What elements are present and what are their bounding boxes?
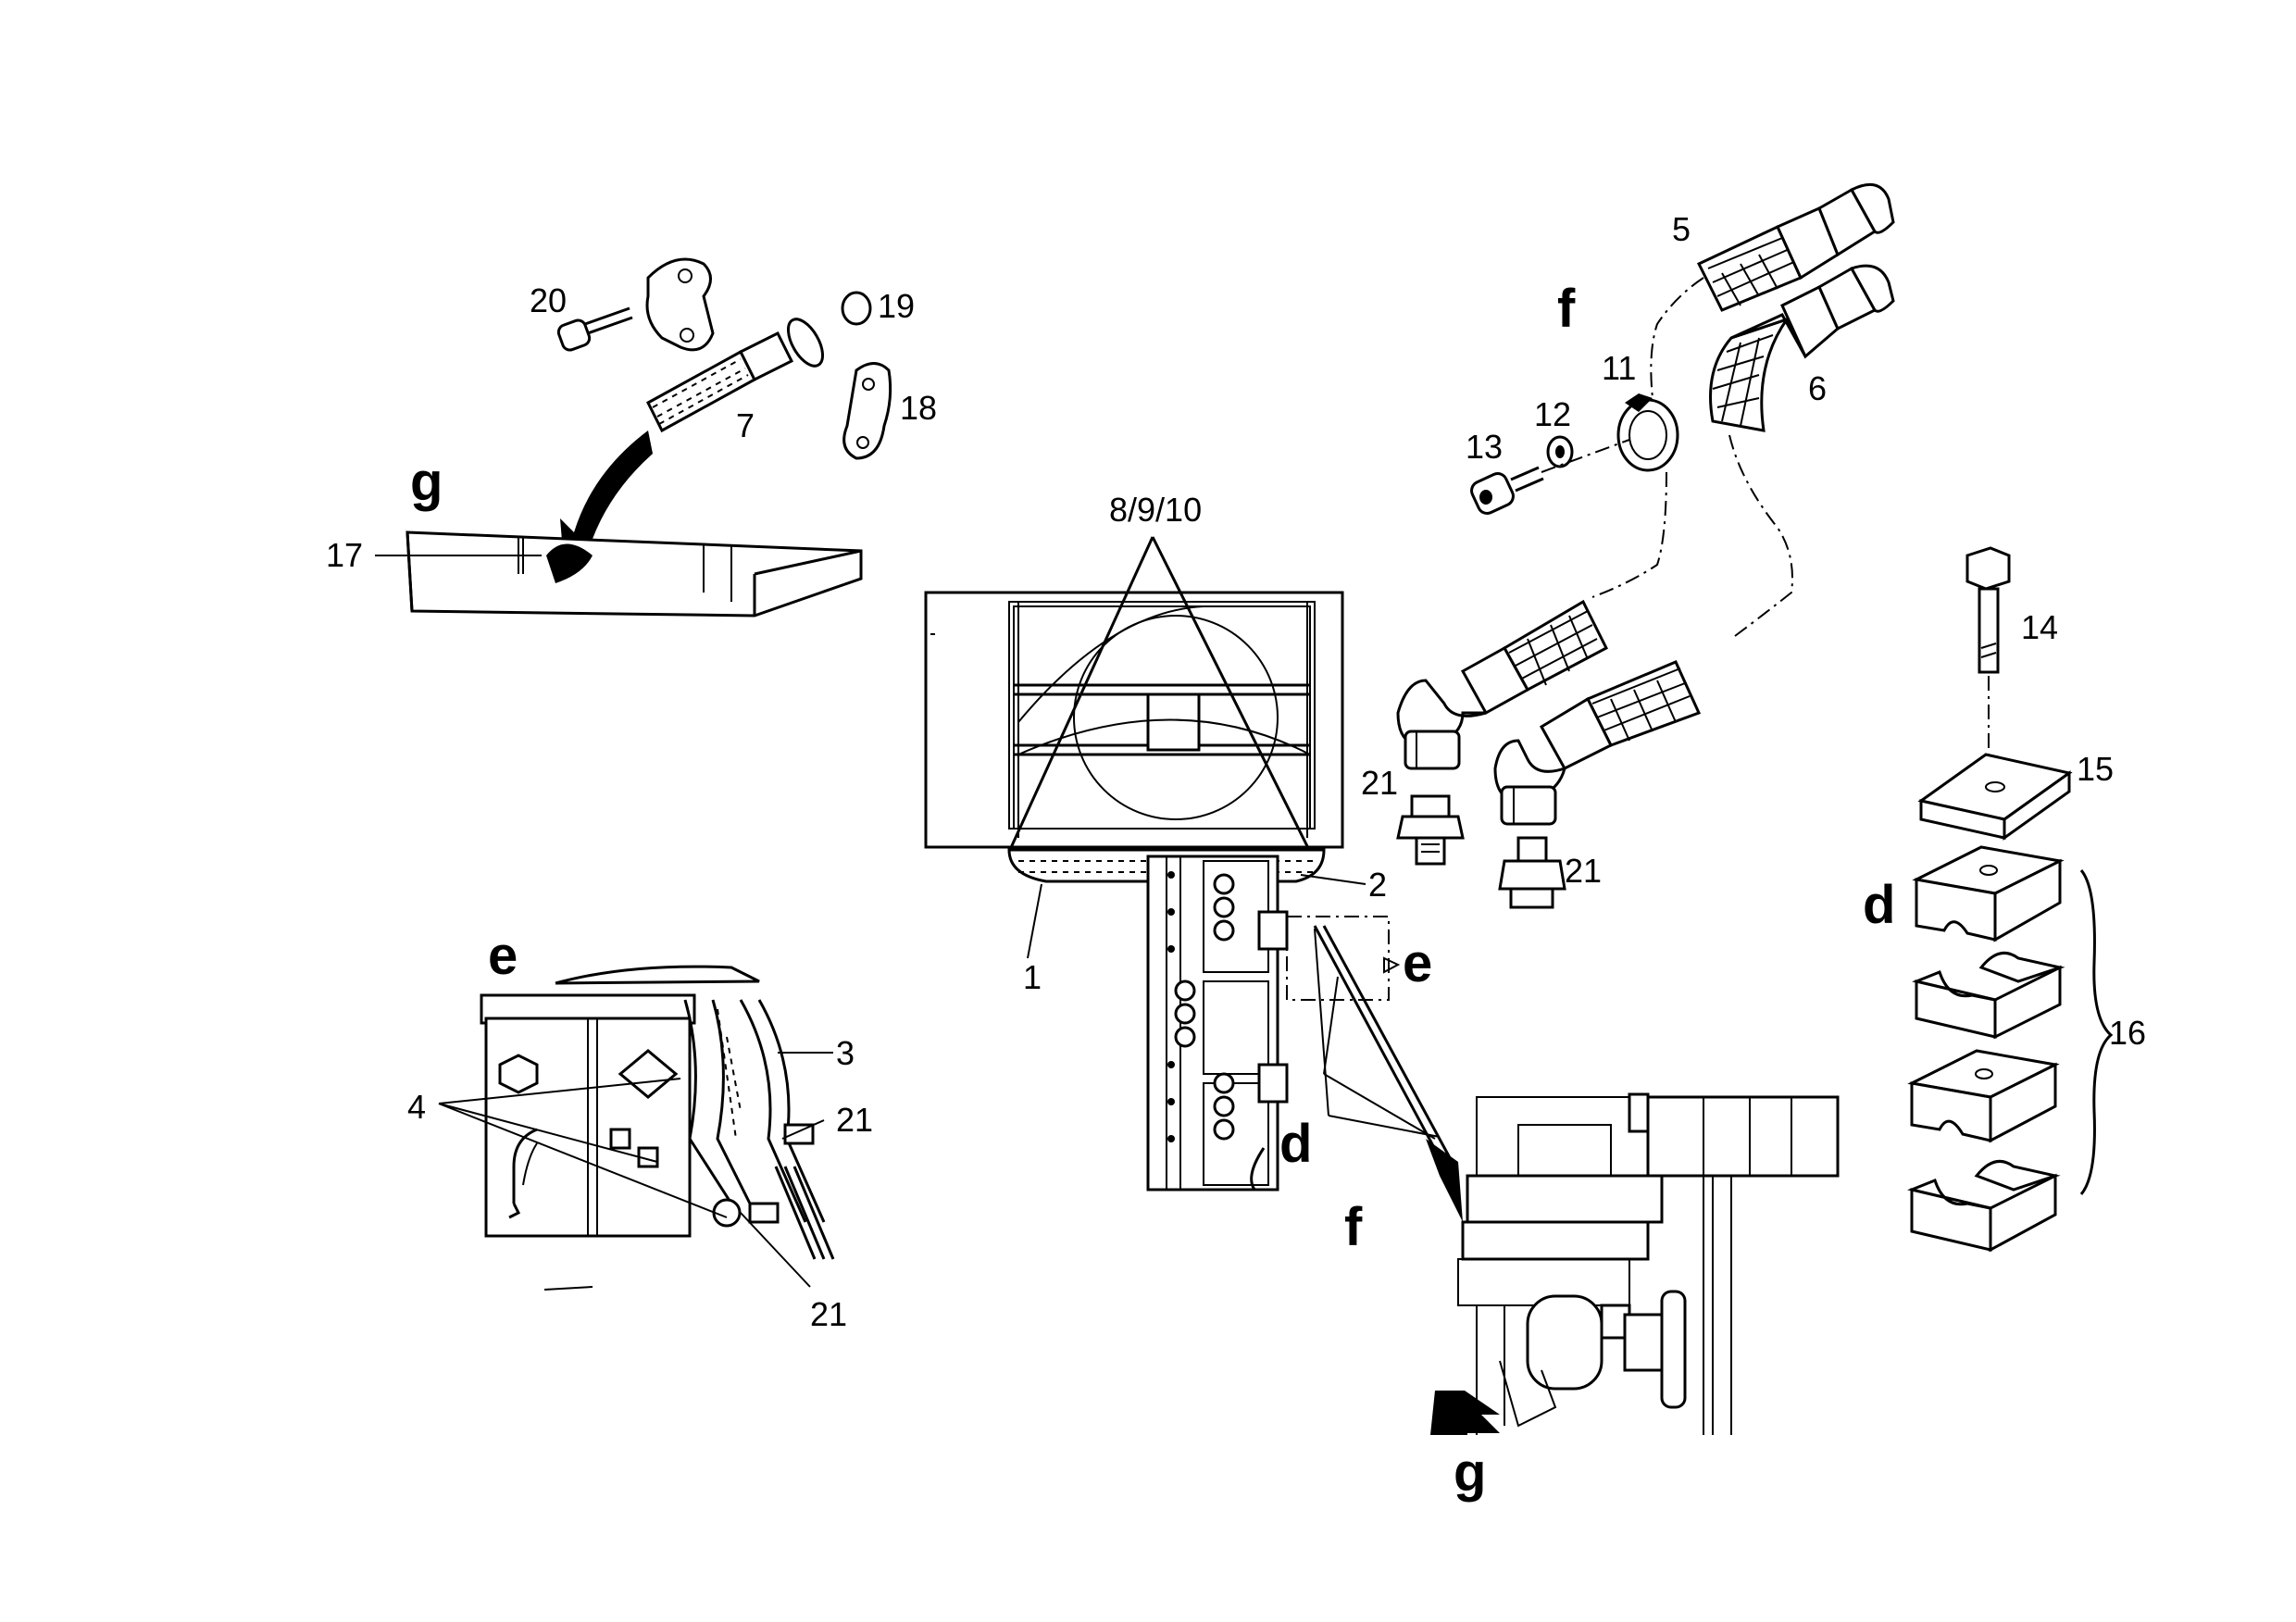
label-p7: 7	[736, 406, 755, 444]
letter-f-detail: f	[1557, 279, 1576, 339]
bolt-20-drawing	[556, 306, 633, 352]
label-p5: 5	[1672, 210, 1691, 248]
main-assembly-group	[924, 536, 1840, 1435]
bolt-14-drawing	[1965, 546, 2011, 674]
screw-13-drawing	[1470, 466, 1544, 515]
label-p2: 2	[1368, 866, 1387, 904]
label-p16: 16	[2109, 1014, 2146, 1052]
fitting-21-lower-drawing	[1498, 836, 1566, 909]
label-p15: 15	[2077, 750, 2114, 788]
label-p20: 20	[530, 281, 567, 319]
label-p18: 18	[900, 389, 937, 427]
letter-g-main: g	[1454, 1442, 1486, 1503]
label-p6: 6	[1808, 369, 1827, 407]
detail-e-box	[1286, 916, 1390, 1001]
clamp-block-16c-drawing	[1907, 1049, 2060, 1143]
hose-6-drawing	[1709, 264, 1895, 432]
label-p13: 13	[1466, 428, 1503, 466]
letter-f-main: f	[1344, 1197, 1363, 1257]
detail-f-group	[1396, 182, 1895, 909]
brace-16	[2079, 869, 2114, 1195]
plate-15-drawing	[1917, 753, 2073, 841]
clamp-block-16b-drawing	[1912, 951, 2065, 1040]
assembly-arrow	[560, 430, 653, 574]
letter-e-main: e	[1403, 933, 1432, 993]
clamp-block-16d-drawing	[1907, 1159, 2061, 1253]
label-p21c: 21	[836, 1101, 873, 1139]
flange-plate-drawing	[645, 257, 715, 352]
fitting-21-upper-drawing	[1396, 794, 1465, 866]
label-p21d: 21	[810, 1295, 847, 1333]
label-p4: 4	[407, 1088, 426, 1126]
o-ring-19-drawing	[841, 291, 872, 326]
hose-5-drawing	[1696, 182, 1895, 312]
lower-hose-left-drawing	[1396, 599, 1608, 770]
lower-machine-drawing	[1457, 1092, 1840, 1435]
detail-g-group	[375, 257, 892, 618]
detail-d-group	[1907, 546, 2114, 1253]
valve-column-drawing	[1146, 855, 1289, 1192]
letter-d-main: d	[1279, 1114, 1312, 1174]
label-p21a: 21	[1361, 764, 1398, 802]
letter-g-detail: g	[410, 452, 443, 512]
letter-d-detail: d	[1863, 875, 1895, 935]
lower-hose-right-drawing	[1493, 660, 1702, 826]
label-p21b: 21	[1565, 852, 1602, 890]
label-p17: 17	[326, 536, 363, 574]
flange-18-drawing	[842, 362, 892, 460]
label-p8910: 8/9/10	[1109, 491, 1202, 529]
detail-e-group	[438, 965, 835, 1291]
label-p12: 12	[1534, 395, 1571, 433]
label-p19: 19	[878, 287, 915, 325]
tank-frame-drawing	[924, 591, 1344, 849]
hose-7-drawing	[646, 318, 825, 433]
letter-e-detail: e	[488, 926, 518, 986]
label-p11: 11	[1602, 349, 1636, 387]
label-p14: 14	[2021, 608, 2058, 646]
clamp-11-drawing	[1616, 393, 1679, 472]
clamp-block-16a-drawing	[1912, 845, 2065, 942]
label-p3: 3	[836, 1034, 855, 1072]
tank-17-drawing	[406, 530, 863, 618]
label-p1: 1	[1023, 958, 1042, 996]
